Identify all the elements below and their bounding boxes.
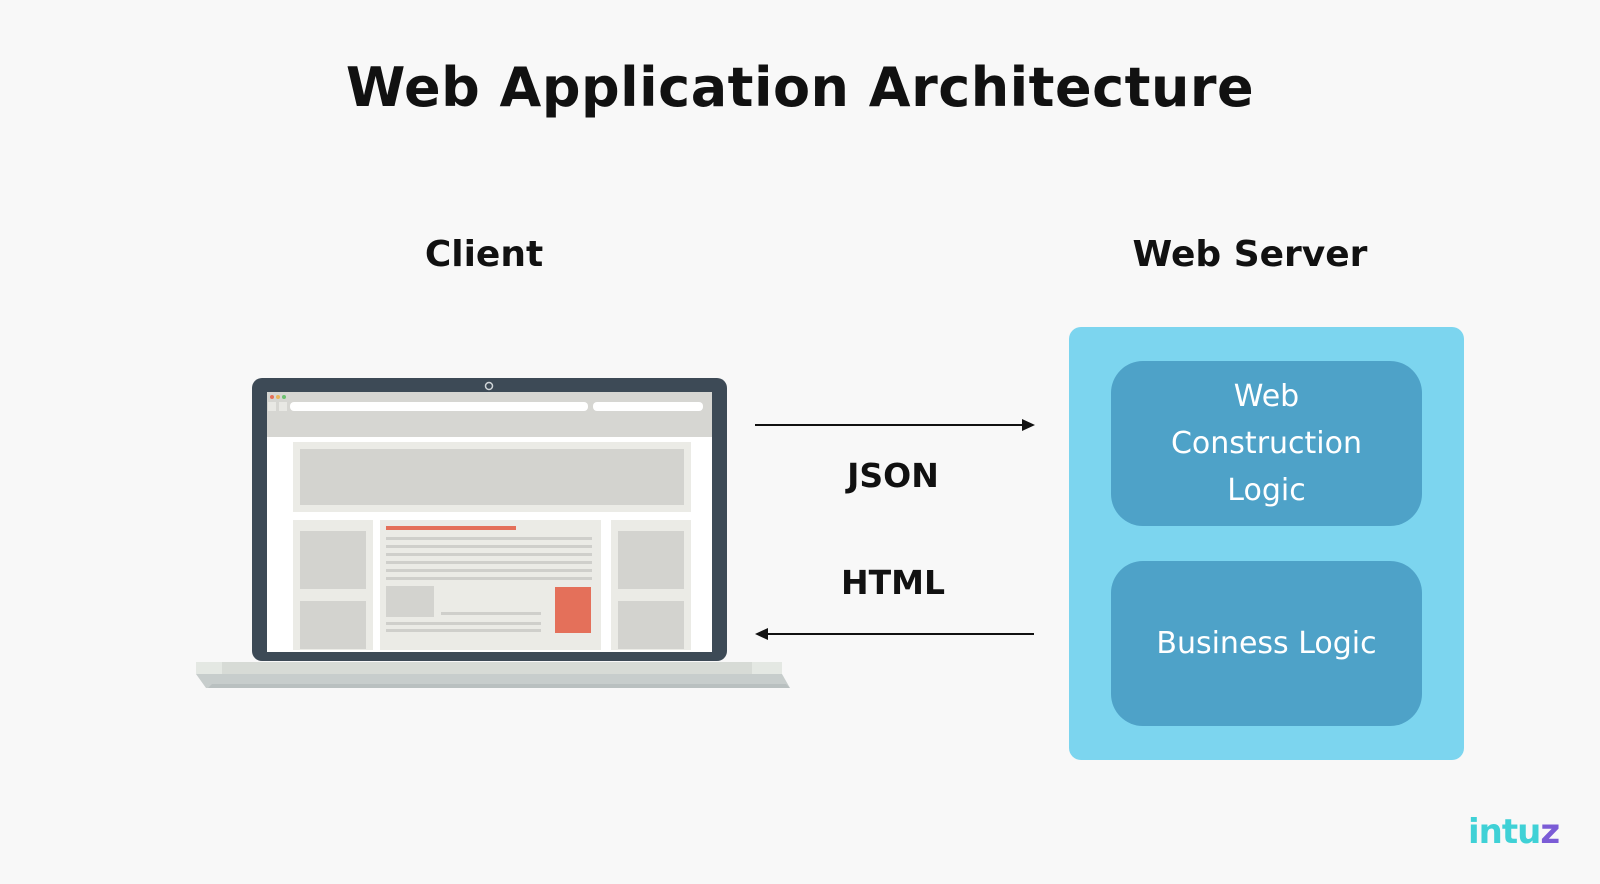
browser-dot-yellow [276, 395, 280, 399]
page-text-line-1 [386, 537, 592, 540]
laptop-base-bottom [208, 684, 790, 688]
brand-logo-accent: z [1540, 812, 1560, 852]
browser-search-bar [593, 402, 703, 411]
html-arrow-head [755, 628, 768, 640]
page-right-block-2 [618, 601, 684, 649]
page-text-line-3 [386, 553, 592, 556]
laptop-webcam [484, 381, 494, 391]
browser-toolbar [267, 392, 712, 437]
page-left-block-1 [300, 531, 366, 589]
browser-dot-green [282, 395, 286, 399]
page-text-line-5 [386, 569, 592, 572]
page-left-block-2 [300, 601, 366, 649]
web-server-label: Web Server [1132, 234, 1368, 275]
page-hero [300, 449, 684, 505]
json-arrow-head [1022, 419, 1035, 431]
browser-dot-red [270, 395, 274, 399]
web-server-box: Web Construction Logic Business Logic [1069, 327, 1464, 760]
web-construction-logic-box: Web Construction Logic [1111, 361, 1422, 526]
page-thumbnail [386, 586, 434, 617]
brand-logo: intuz [1468, 812, 1560, 852]
browser-tab-b [279, 402, 287, 411]
page-right-block-1 [618, 531, 684, 589]
page-text-line-2 [386, 545, 592, 548]
page-text-line-7 [441, 612, 541, 615]
laptop-base-hinge [222, 662, 752, 674]
web-construction-logic-label: Web Construction Logic [1170, 379, 1362, 508]
page-article-title [386, 526, 516, 530]
business-logic-label: Business Logic [1156, 626, 1377, 661]
page-text-line-9 [386, 629, 541, 632]
page-text-line-8 [386, 622, 541, 625]
page-text-line-4 [386, 561, 592, 564]
browser-address-bar [290, 402, 588, 411]
page-text-line-6 [386, 577, 592, 580]
client-label: Client [424, 234, 544, 275]
page-title: Web Application Architecture [345, 56, 1255, 119]
browser-tab-a [268, 402, 276, 411]
page-red-ad [555, 587, 591, 633]
brand-logo-main: intu [1468, 812, 1541, 852]
json-label: JSON [847, 456, 939, 495]
html-label: HTML [841, 563, 945, 602]
business-logic-box: Business Logic [1111, 561, 1422, 726]
